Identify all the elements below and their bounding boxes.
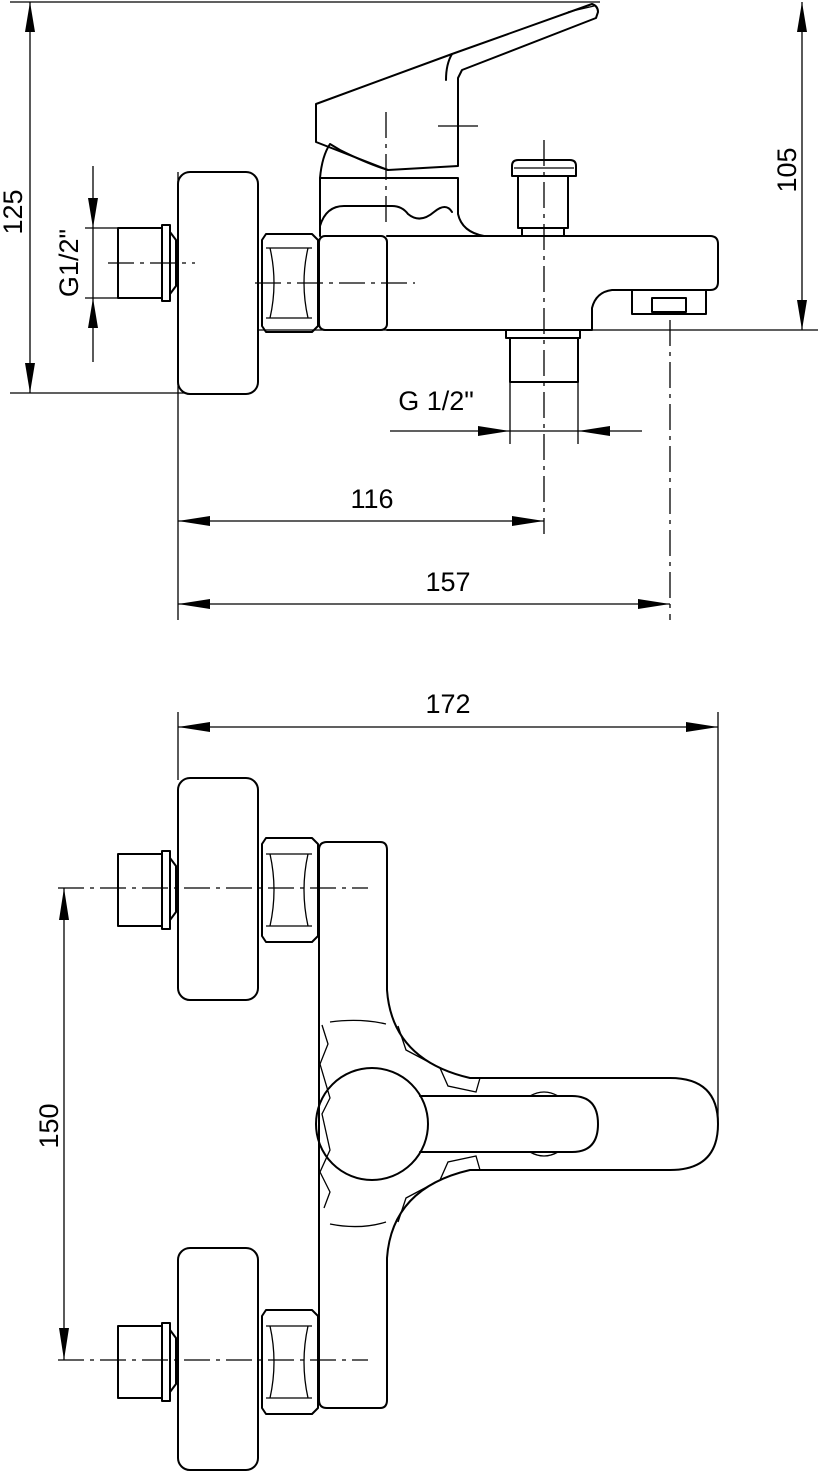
diverter-knob-side [511,140,577,534]
dim-172: 172 [177,689,719,1124]
dim-125: 125 [0,1,600,394]
hex-nut-side [255,233,415,333]
label-g12-outlet: G 1/2" [398,386,474,416]
lever-top [315,1067,599,1181]
label-157: 157 [425,567,470,597]
upper-flange-top [58,777,368,1001]
label-150: 150 [34,1103,64,1148]
bottom-outlet-side [505,329,581,444]
dim-105: 105 [772,2,807,330]
label-g12-inlet: G1/2" [54,229,84,297]
dim-150: 150 [34,888,69,1360]
dim-g12-outlet: G 1/2" [390,386,642,436]
top-view [58,777,719,1471]
label-125: 125 [0,189,28,234]
label-116: 116 [350,484,393,514]
dim-116: 116 [178,484,544,526]
label-172: 172 [425,689,470,719]
lever-side [315,3,599,237]
wall-flange [177,171,259,395]
inlet-pipe-side [108,224,195,302]
lower-flange-top [58,1247,368,1471]
label-105: 105 [772,147,802,192]
mixer-body-top [318,841,719,1409]
dim-157: 157 [178,567,670,609]
dim-g12-inlet: G1/2" [54,166,120,362]
side-view [108,3,818,620]
